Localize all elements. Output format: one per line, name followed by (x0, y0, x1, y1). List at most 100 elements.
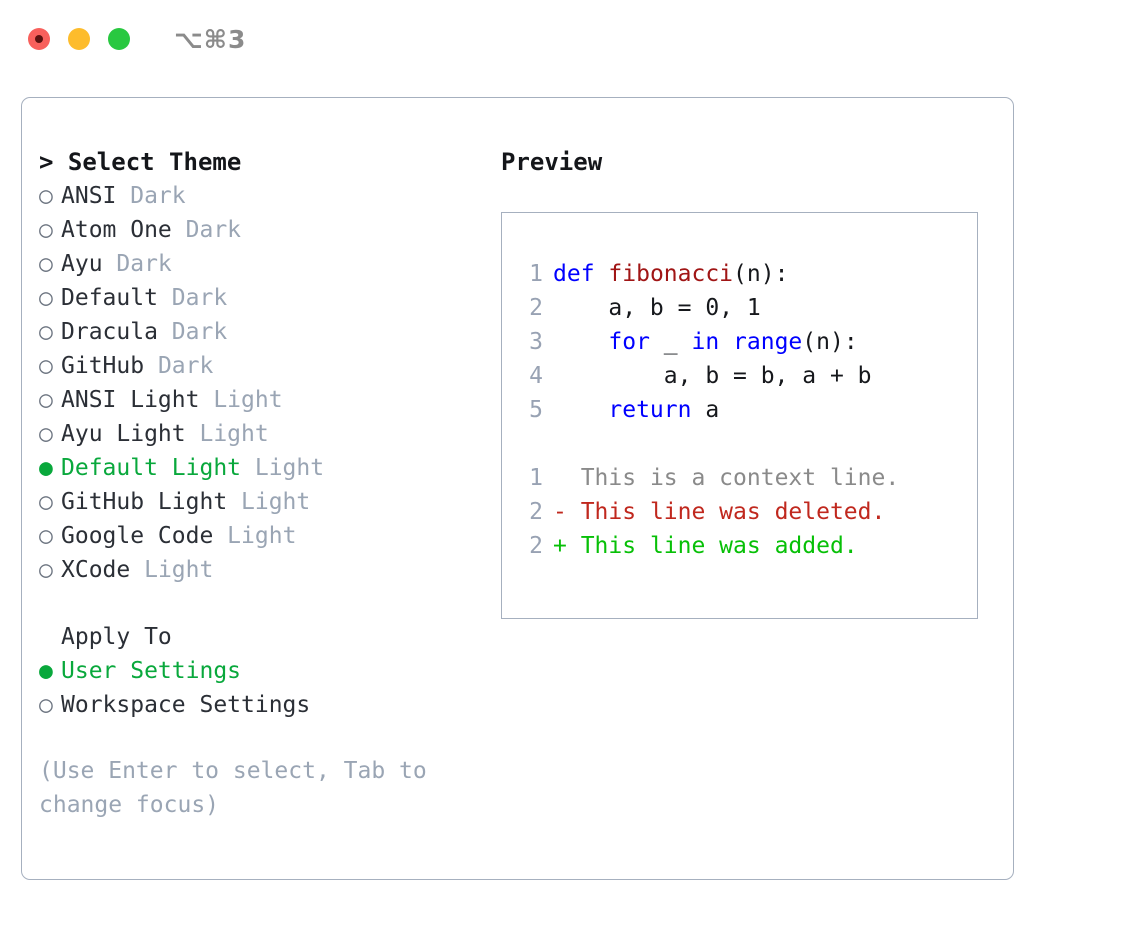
line-number: 4 (529, 363, 543, 389)
code-token: def (553, 261, 595, 287)
theme-option-label: Ayu Light (61, 421, 186, 447)
theme-option-label: XCode (61, 557, 131, 583)
radio-unselected-icon: ○ (39, 387, 53, 413)
diff-line-text: This is a context line. (580, 465, 900, 491)
code-token: _ (649, 329, 692, 355)
theme-option-atom-one[interactable]: ○Atom One Dark (39, 213, 489, 247)
code-token: (n): (802, 329, 858, 355)
theme-option-dracula[interactable]: ○ Dracula Dark (39, 315, 489, 349)
radio-unselected-icon: ○ (39, 183, 53, 209)
code-token: a, b = 0, 1 (553, 295, 761, 321)
apply-to-options-list[interactable]: ● User Settings ○Workspace Settings (39, 654, 489, 722)
line-number: 2 (529, 499, 543, 525)
section-spacer (39, 587, 489, 620)
radio-selected-icon: ● (39, 455, 53, 481)
theme-option-github[interactable]: ○GitHub Dark (39, 349, 489, 383)
theme-option-ansi[interactable]: ○ANSI Dark (39, 179, 489, 213)
code-token (553, 397, 608, 423)
theme-option-variant-badge: Dark (157, 319, 228, 345)
theme-option-label: GitHub (61, 353, 145, 379)
code-line: 1 def fibonacci(n): (515, 257, 971, 291)
theme-option-variant-badge: Light (213, 523, 297, 549)
preview-title: Preview (501, 148, 603, 176)
theme-option-variant-badge: Light (130, 557, 214, 583)
code-token: in (691, 329, 720, 355)
close-button[interactable] (28, 28, 50, 50)
keyboard-shortcut-label: ⌥⌘3 (174, 24, 247, 54)
theme-options-list[interactable]: ○ANSI Dark○Atom One Dark○Ayu Dark○Defaul… (39, 179, 489, 587)
line-number: 5 (529, 397, 543, 423)
code-line: 2 a, b = 0, 1 (515, 291, 971, 325)
maximize-button[interactable] (108, 28, 130, 50)
select-theme-header: > Select Theme (39, 148, 242, 176)
theme-picker-panel: > Select Theme ○ANSI Dark○Atom One Dark○… (21, 97, 1014, 880)
keyboard-hint-text: (Use Enter to select, Tab to change focu… (39, 758, 441, 818)
theme-option-label: Google Code (61, 523, 214, 549)
theme-option-default[interactable]: ○ Default Dark (39, 281, 489, 315)
radio-unselected-icon: ○ (39, 353, 53, 379)
radio-selected-icon: ● (39, 658, 53, 684)
code-token (719, 329, 733, 355)
radio-unselected-icon: ○ (39, 523, 53, 549)
theme-option-label: Dracula (61, 319, 158, 345)
theme-option-label: ANSI Light (61, 387, 200, 413)
diff-line-text: This line was deleted. (580, 499, 886, 525)
theme-option-google-code[interactable]: ○ Google Code Light (39, 519, 489, 553)
theme-option-label: GitHub Light (61, 489, 228, 515)
code-line: 5 return a (515, 393, 971, 427)
theme-option-variant-badge: Dark (157, 285, 228, 311)
diff-line-del: 2- This line was deleted. (515, 495, 971, 529)
theme-option-label: Default (61, 285, 158, 311)
theme-option-github-light[interactable]: ○ GitHub Light Light (39, 485, 489, 519)
theme-option-label: Atom One (61, 217, 172, 243)
diff-marker: + (553, 533, 581, 559)
minimize-button[interactable] (68, 28, 90, 50)
theme-option-variant-badge: Light (199, 387, 283, 413)
radio-unselected-icon: ○ (39, 557, 53, 583)
diff-line-text: This line was added. (580, 533, 858, 559)
radio-unselected-icon: ○ (39, 489, 53, 515)
code-line: 4 a, b = b, a + b (515, 359, 971, 393)
line-number: 2 (529, 533, 543, 559)
code-token: for (608, 329, 650, 355)
radio-unselected-icon: ○ (39, 285, 53, 311)
line-number: 1 (529, 261, 543, 287)
theme-option-ansi-light[interactable]: ○ ANSI Light Light (39, 383, 489, 417)
theme-option-ayu[interactable]: ○Ayu Dark (39, 247, 489, 281)
radio-unselected-icon: ○ (39, 319, 53, 345)
radio-unselected-icon: ○ (39, 217, 53, 243)
theme-option-ayu-light[interactable]: ○Ayu Light Light (39, 417, 489, 451)
radio-unselected-icon: ○ (39, 251, 53, 277)
apply-to-option-workspace-settings[interactable]: ○Workspace Settings (39, 688, 489, 722)
line-number: 2 (529, 295, 543, 321)
theme-option-label: Default Light (61, 455, 242, 481)
theme-option-xcode[interactable]: ○ XCode Light (39, 553, 489, 587)
traffic-lights (28, 28, 130, 50)
radio-unselected-icon: ○ (39, 421, 53, 447)
diff-marker (553, 465, 581, 491)
line-number: 3 (529, 329, 543, 355)
title-bar: ⌥⌘3 (0, 0, 1140, 78)
code-token: a, b = b, a + b (553, 363, 872, 389)
diff-line-add: 2 + This line was added. (515, 529, 971, 563)
diff-line-ctx: 1 This is a context line. (515, 461, 971, 495)
theme-option-variant-badge: Light (241, 455, 325, 481)
apply-to-option-label: User Settings (61, 658, 242, 684)
code-token (553, 329, 608, 355)
radio-unselected-icon: ○ (39, 692, 53, 718)
theme-option-variant-badge: Light (227, 489, 311, 515)
code-blank-line (515, 427, 971, 461)
theme-option-default-light[interactable]: ● Default Light Light (39, 451, 489, 485)
code-line: 3 for _ in range(n): (515, 325, 971, 359)
apply-to-header: Apply To (61, 624, 172, 650)
code-token: fibonacci (608, 261, 734, 287)
code-token: (n): (733, 261, 789, 287)
code-token: return (608, 397, 692, 423)
apply-to-option-user-settings[interactable]: ● User Settings (39, 654, 489, 688)
theme-option-variant-badge: Dark (116, 183, 186, 209)
theme-option-label: Ayu (61, 251, 103, 277)
